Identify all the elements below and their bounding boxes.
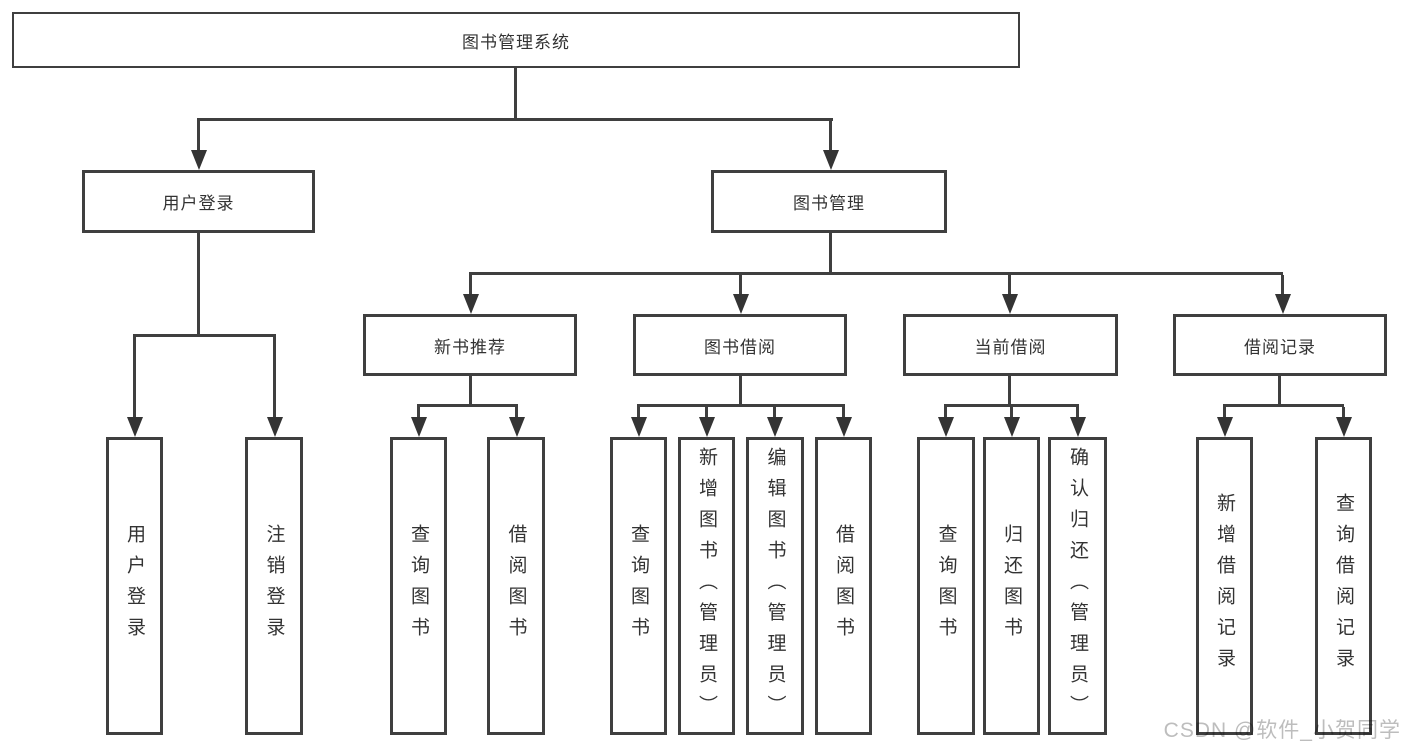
connector-line bbox=[1342, 407, 1345, 420]
node-label: 新书推荐 bbox=[434, 337, 506, 357]
arrow-down-icon bbox=[937, 417, 954, 437]
arrow-down-icon bbox=[766, 417, 783, 437]
node-label: 查询图书 bbox=[628, 524, 649, 648]
node-root: 图书管理系统 bbox=[12, 12, 1020, 68]
node-label: 图书借阅 bbox=[704, 337, 776, 357]
arrow-down-icon bbox=[732, 294, 749, 314]
connector-line bbox=[829, 233, 832, 274]
arrow-down-icon bbox=[835, 417, 852, 437]
arrow-down-icon bbox=[462, 294, 479, 314]
node-label: 图书管理系统 bbox=[462, 32, 570, 52]
connector-line bbox=[1010, 407, 1013, 420]
arrow-down-icon bbox=[190, 150, 207, 170]
connector-line bbox=[197, 121, 200, 152]
connector-line bbox=[637, 404, 845, 407]
node-current-borrow: 当前借阅 bbox=[903, 314, 1118, 376]
node-label: 编辑图书（管理员） bbox=[764, 446, 786, 726]
connector-line bbox=[944, 404, 1079, 407]
node-leaf-confirm-return: 确认归还（管理员） bbox=[1048, 437, 1107, 735]
node-new-book-rec: 新书推荐 bbox=[363, 314, 577, 376]
node-label: 借阅记录 bbox=[1244, 337, 1316, 357]
connector-line bbox=[197, 233, 200, 336]
node-leaf-logout: 注销登录 bbox=[245, 437, 303, 735]
connector-line bbox=[417, 407, 420, 420]
node-leaf-query-book-2: 查询图书 bbox=[610, 437, 667, 735]
node-label: 用户登录 bbox=[124, 524, 145, 648]
csdn-watermark: CSDN @软件_小贺同学 bbox=[1163, 719, 1401, 742]
node-user-login: 用户登录 bbox=[82, 170, 315, 233]
connector-line bbox=[469, 376, 472, 406]
node-leaf-add-book: 新增图书（管理员） bbox=[678, 437, 735, 735]
connector-line bbox=[469, 275, 472, 296]
node-leaf-return-book: 归还图书 bbox=[983, 437, 1040, 735]
node-leaf-edit-book: 编辑图书（管理员） bbox=[746, 437, 804, 735]
node-label: 查询借阅记录 bbox=[1333, 493, 1354, 679]
arrow-down-icon bbox=[1069, 417, 1086, 437]
connector-line bbox=[1008, 275, 1011, 296]
node-label: 归还图书 bbox=[1001, 524, 1022, 648]
connector-line bbox=[133, 337, 136, 419]
connector-line bbox=[197, 118, 833, 121]
node-label: 查询图书 bbox=[408, 524, 429, 648]
node-label: 确认归还（管理员） bbox=[1067, 446, 1088, 726]
connector-line bbox=[1223, 407, 1226, 420]
connector-line bbox=[273, 337, 276, 419]
arrow-down-icon bbox=[1003, 417, 1020, 437]
connector-line bbox=[739, 376, 742, 406]
node-label: 借阅图书 bbox=[505, 524, 527, 648]
connector-line bbox=[514, 68, 517, 120]
node-leaf-borrow-book-1: 借阅图书 bbox=[487, 437, 545, 735]
arrow-down-icon bbox=[630, 417, 647, 437]
connector-line bbox=[1281, 275, 1284, 296]
arrow-down-icon bbox=[266, 417, 283, 437]
connector-line bbox=[417, 404, 518, 407]
connector-line bbox=[1076, 407, 1079, 420]
connector-line bbox=[1008, 376, 1011, 406]
connector-line bbox=[1278, 376, 1281, 406]
node-leaf-query-book-3: 查询图书 bbox=[917, 437, 975, 735]
connector-line bbox=[944, 407, 947, 420]
connector-line bbox=[705, 407, 708, 420]
node-leaf-query-book-1: 查询图书 bbox=[390, 437, 447, 735]
node-borrow-records: 借阅记录 bbox=[1173, 314, 1387, 376]
node-label: 查询图书 bbox=[935, 524, 957, 648]
connector-line bbox=[773, 407, 776, 420]
node-label: 当前借阅 bbox=[974, 337, 1047, 357]
arrow-down-icon bbox=[1335, 417, 1352, 437]
node-label: 图书管理 bbox=[793, 194, 865, 213]
connector-line bbox=[739, 275, 742, 296]
connector-line bbox=[133, 334, 276, 337]
arrow-down-icon bbox=[1001, 294, 1018, 314]
connector-line bbox=[637, 407, 640, 420]
node-label: 新增图书（管理员） bbox=[696, 446, 717, 726]
connector-line bbox=[469, 272, 1283, 275]
connector-line bbox=[515, 407, 518, 420]
node-book-borrow: 图书借阅 bbox=[633, 314, 847, 376]
node-label: 用户登录 bbox=[162, 194, 235, 213]
arrow-down-icon bbox=[508, 417, 525, 437]
node-label: 借阅图书 bbox=[833, 524, 854, 648]
arrow-down-icon bbox=[1216, 417, 1233, 437]
arrow-down-icon bbox=[698, 417, 715, 437]
node-leaf-add-record: 新增借阅记录 bbox=[1196, 437, 1253, 735]
node-label: 新增借阅记录 bbox=[1214, 493, 1235, 679]
node-label: 注销登录 bbox=[263, 524, 285, 648]
connector-line bbox=[842, 407, 845, 420]
node-leaf-borrow-book-2: 借阅图书 bbox=[815, 437, 872, 735]
connector-line bbox=[829, 121, 832, 152]
node-leaf-user-login: 用户登录 bbox=[106, 437, 163, 735]
node-leaf-query-record: 查询借阅记录 bbox=[1315, 437, 1372, 735]
connector-line bbox=[1223, 404, 1344, 407]
node-book-mgmt: 图书管理 bbox=[711, 170, 947, 233]
arrow-down-icon bbox=[126, 417, 143, 437]
arrow-down-icon bbox=[822, 150, 839, 170]
arrow-down-icon bbox=[1274, 294, 1291, 314]
arrow-down-icon bbox=[410, 417, 427, 437]
